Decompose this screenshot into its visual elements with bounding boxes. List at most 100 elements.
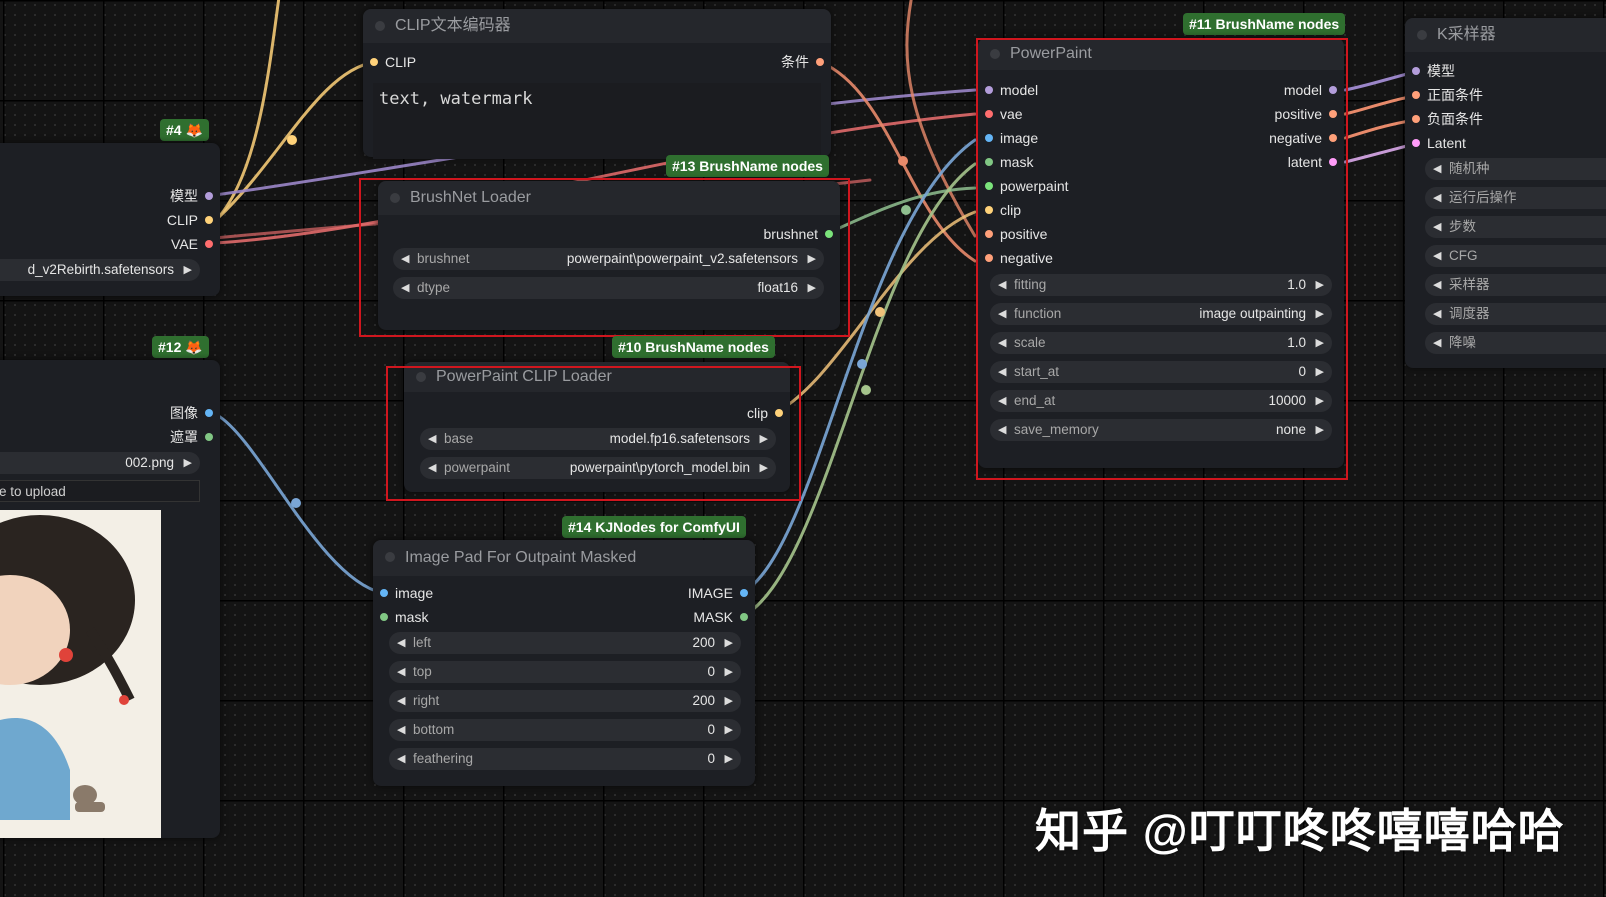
widget-powerpaint[interactable]: ◀ powerpaint powerpaint\pytorch_model.bi… xyxy=(420,457,776,479)
port-dot[interactable] xyxy=(1412,91,1420,99)
arrow-right-icon[interactable]: ▶ xyxy=(724,637,733,649)
port-dot[interactable] xyxy=(205,192,213,200)
widget-feathering[interactable]: ◀ feathering 0 ▶ xyxy=(389,748,741,770)
input-clip[interactable]: clip xyxy=(985,201,1021,219)
arrow-right-icon[interactable]: ▶ xyxy=(183,264,192,276)
brushnet-loader-node[interactable]: BrushNet Loader brushnet ◀ brushnet powe… xyxy=(378,181,840,330)
arrow-right-icon[interactable]: ▶ xyxy=(1315,308,1324,320)
input-image[interactable]: image xyxy=(985,129,1038,147)
checkpoint-loader-node[interactable]: 模型 CLIP VAE d_v2Rebirth.safetensors ▶ xyxy=(0,143,220,296)
port-dot[interactable] xyxy=(205,240,213,248)
arrow-left-icon[interactable]: ◀ xyxy=(397,637,406,649)
input-image[interactable]: image xyxy=(380,584,433,602)
widget-save-memory[interactable]: ◀ save_memory none ▶ xyxy=(990,419,1332,441)
input-negative[interactable]: 负面条件 xyxy=(1412,110,1483,128)
arrow-right-icon[interactable]: ▶ xyxy=(1315,395,1324,407)
upload-button[interactable]: e to upload xyxy=(0,480,200,502)
prompt-textarea[interactable]: text, watermark xyxy=(373,83,821,159)
ksampler-node[interactable]: K采样器 模型 正面条件 负面条件 Latent ◀ 随机种 ◀ 运行后操作 ◀… xyxy=(1405,18,1606,368)
node-title[interactable]: PowerPaint xyxy=(978,38,1344,70)
widget-base[interactable]: ◀ base model.fp16.safetensors ▶ xyxy=(420,428,776,450)
port-dot[interactable] xyxy=(370,58,378,66)
node-title[interactable]: K采样器 xyxy=(1405,18,1606,52)
output-negative[interactable]: negative xyxy=(1269,129,1337,147)
arrow-left-icon[interactable]: ◀ xyxy=(397,666,406,678)
arrow-right-icon[interactable]: ▶ xyxy=(1315,279,1324,291)
widget-top[interactable]: ◀ top 0 ▶ xyxy=(389,661,741,683)
arrow-left-icon[interactable]: ◀ xyxy=(998,308,1007,320)
output-conditioning[interactable]: 条件 xyxy=(781,53,824,71)
widget-end-at[interactable]: ◀ end_at 10000 ▶ xyxy=(990,390,1332,412)
port-dot[interactable] xyxy=(985,86,993,94)
widget-left[interactable]: ◀ left 200 ▶ xyxy=(389,632,741,654)
widget-control-after[interactable]: ◀ 运行后操作 xyxy=(1425,187,1606,209)
port-dot[interactable] xyxy=(205,409,213,417)
widget-scheduler[interactable]: ◀ 调度器 xyxy=(1425,303,1606,325)
arrow-right-icon[interactable]: ▶ xyxy=(183,457,192,469)
arrow-right-icon[interactable]: ▶ xyxy=(724,695,733,707)
widget-scale[interactable]: ◀ scale 1.0 ▶ xyxy=(990,332,1332,354)
input-clip[interactable]: CLIP xyxy=(370,53,416,71)
port-dot[interactable] xyxy=(1329,86,1337,94)
arrow-left-icon[interactable]: ◀ xyxy=(1433,221,1442,233)
collapse-dot-icon[interactable] xyxy=(385,552,395,562)
port-dot[interactable] xyxy=(775,409,783,417)
arrow-left-icon[interactable]: ◀ xyxy=(998,279,1007,291)
widget-right[interactable]: ◀ right 200 ▶ xyxy=(389,690,741,712)
output-clip[interactable]: CLIP xyxy=(167,211,213,229)
arrow-right-icon[interactable]: ▶ xyxy=(1315,366,1324,378)
collapse-dot-icon[interactable] xyxy=(990,49,1000,59)
image-select-widget[interactable]: 002.png ▶ xyxy=(0,452,200,474)
output-mask[interactable]: 遮罩 xyxy=(170,428,213,446)
input-powerpaint[interactable]: powerpaint xyxy=(985,177,1069,195)
widget-sampler[interactable]: ◀ 采样器 xyxy=(1425,274,1606,296)
node-title[interactable]: Image Pad For Outpaint Masked xyxy=(373,540,755,576)
arrow-left-icon[interactable]: ◀ xyxy=(1433,337,1442,349)
port-dot[interactable] xyxy=(985,230,993,238)
widget-dtype[interactable]: ◀ dtype float16 ▶ xyxy=(393,277,824,299)
arrow-right-icon[interactable]: ▶ xyxy=(807,282,816,294)
collapse-dot-icon[interactable] xyxy=(1417,30,1427,40)
arrow-left-icon[interactable]: ◀ xyxy=(998,395,1007,407)
arrow-right-icon[interactable]: ▶ xyxy=(724,724,733,736)
port-dot[interactable] xyxy=(1329,158,1337,166)
widget-bottom[interactable]: ◀ bottom 0 ▶ xyxy=(389,719,741,741)
output-brushnet[interactable]: brushnet xyxy=(764,225,833,243)
widget-seed[interactable]: ◀ 随机种 xyxy=(1425,158,1606,180)
port-dot[interactable] xyxy=(380,589,388,597)
widget-denoise[interactable]: ◀ 降噪 xyxy=(1425,332,1606,354)
arrow-left-icon[interactable]: ◀ xyxy=(998,424,1007,436)
arrow-left-icon[interactable]: ◀ xyxy=(1433,163,1442,175)
powerpaint-node[interactable]: PowerPaint model vae image mask powerpai… xyxy=(978,38,1344,468)
output-model[interactable]: 模型 xyxy=(170,187,213,205)
output-latent[interactable]: latent xyxy=(1288,153,1337,171)
node-title[interactable]: BrushNet Loader xyxy=(378,181,840,215)
input-model[interactable]: 模型 xyxy=(1412,62,1455,80)
ckpt-name-widget[interactable]: d_v2Rebirth.safetensors ▶ xyxy=(0,259,200,281)
port-dot[interactable] xyxy=(816,58,824,66)
port-dot[interactable] xyxy=(740,589,748,597)
widget-function[interactable]: ◀ function image outpainting ▶ xyxy=(990,303,1332,325)
input-mask[interactable]: mask xyxy=(380,608,428,626)
input-latent[interactable]: Latent xyxy=(1412,134,1466,152)
collapse-dot-icon[interactable] xyxy=(390,193,400,203)
powerpaint-clip-loader-node[interactable]: PowerPaint CLIP Loader clip ◀ base model… xyxy=(404,362,790,492)
arrow-left-icon[interactable]: ◀ xyxy=(428,433,437,445)
input-positive[interactable]: 正面条件 xyxy=(1412,86,1483,104)
arrow-left-icon[interactable]: ◀ xyxy=(1433,308,1442,320)
node-title[interactable]: CLIP文本编码器 xyxy=(363,9,831,43)
port-dot[interactable] xyxy=(1412,67,1420,75)
port-dot[interactable] xyxy=(1329,134,1337,142)
arrow-left-icon[interactable]: ◀ xyxy=(397,695,406,707)
arrow-left-icon[interactable]: ◀ xyxy=(1433,250,1442,262)
arrow-right-icon[interactable]: ▶ xyxy=(807,253,816,265)
widget-fitting[interactable]: ◀ fitting 1.0 ▶ xyxy=(990,274,1332,296)
arrow-left-icon[interactable]: ◀ xyxy=(428,462,437,474)
load-image-node[interactable]: 图像 遮罩 002.png ▶ e to upload xyxy=(0,360,220,838)
image-pad-outpaint-node[interactable]: Image Pad For Outpaint Masked image mask… xyxy=(373,540,755,786)
arrow-left-icon[interactable]: ◀ xyxy=(401,253,410,265)
arrow-left-icon[interactable]: ◀ xyxy=(401,282,410,294)
arrow-right-icon[interactable]: ▶ xyxy=(1315,424,1324,436)
port-dot[interactable] xyxy=(985,182,993,190)
port-dot[interactable] xyxy=(205,216,213,224)
